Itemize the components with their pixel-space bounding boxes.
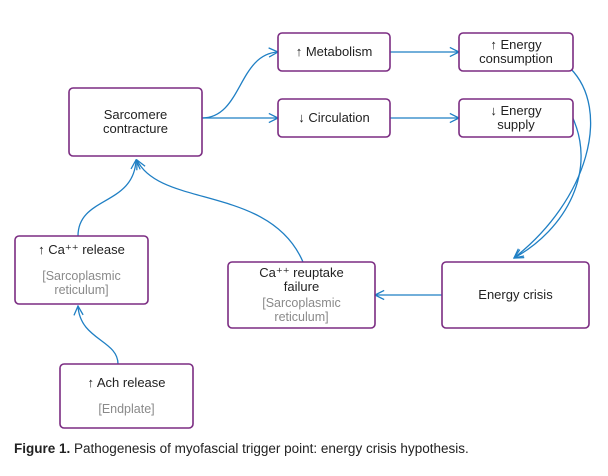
node-box-ca-reuptake bbox=[227, 261, 376, 329]
node-label-sarcomere: contracture bbox=[103, 121, 168, 136]
edges-layer bbox=[77, 52, 592, 365]
node-box-metabolism bbox=[277, 32, 391, 72]
node-ach-release: ↑ Ach release [Endplate] bbox=[59, 363, 194, 429]
node-circulation: ↓ Circulation bbox=[277, 98, 391, 138]
node-label-energy-consumption: consumption bbox=[479, 51, 553, 66]
node-sublabel-ca-release: [Sarcoplasmic bbox=[42, 269, 121, 283]
node-sublabel-ach-release: [Endplate] bbox=[98, 402, 154, 416]
node-box-energy-consumption bbox=[458, 32, 574, 72]
node-label-ca-reuptake: failure bbox=[284, 279, 319, 294]
figure-caption: Figure 1. Pathogenesis of myofascial tri… bbox=[14, 441, 469, 456]
arrow-energy-supply-to-energy-crisis bbox=[514, 111, 582, 258]
node-label-ca-release: ↑ Ca⁺⁺ release bbox=[38, 242, 125, 257]
node-label-energy-crisis: Energy crisis bbox=[478, 287, 553, 302]
caption-text: Pathogenesis of myofascial trigger point… bbox=[74, 441, 469, 456]
node-box-energy-supply bbox=[458, 98, 574, 138]
node-label-metabolism: ↑ Metabolism bbox=[296, 44, 373, 59]
node-box-energy-crisis bbox=[441, 261, 590, 329]
node-label-circulation: ↓ Circulation bbox=[298, 110, 370, 125]
node-label-energy-supply: ↓ Energy bbox=[490, 103, 542, 118]
arrow-ca-reuptake-to-sarcomere bbox=[137, 160, 304, 263]
node-label-sarcomere: Sarcomere bbox=[104, 107, 168, 122]
node-label-energy-consumption: ↑ Energy bbox=[490, 37, 542, 52]
arrow-ach-release-to-ca-release bbox=[78, 306, 119, 365]
arrow-sarcomere-to-metabolism bbox=[201, 52, 278, 119]
node-energy-crisis: Energy crisis bbox=[441, 261, 590, 329]
node-sublabel-ca-reuptake: reticulum] bbox=[274, 310, 328, 324]
node-sublabel-ca-release: reticulum] bbox=[54, 283, 108, 297]
caption-label: Figure 1. bbox=[14, 441, 71, 456]
node-box-sarcomere bbox=[68, 87, 203, 157]
node-sublabel-ca-reuptake: [Sarcoplasmic bbox=[262, 296, 341, 310]
node-box-ach-release bbox=[59, 363, 194, 429]
node-box-ca-release bbox=[14, 235, 149, 305]
node-label-ach-release: ↑ Ach release bbox=[87, 375, 165, 390]
node-label-ca-reuptake: Ca⁺⁺ reuptake bbox=[259, 265, 344, 280]
node-box-circulation bbox=[277, 98, 391, 138]
arrow-energy-consumption-to-energy-crisis bbox=[514, 67, 592, 258]
arrow-ca-release-to-sarcomere bbox=[77, 160, 136, 237]
node-label-energy-supply: supply bbox=[497, 117, 535, 132]
node-metabolism: ↑ Metabolism bbox=[277, 32, 391, 72]
